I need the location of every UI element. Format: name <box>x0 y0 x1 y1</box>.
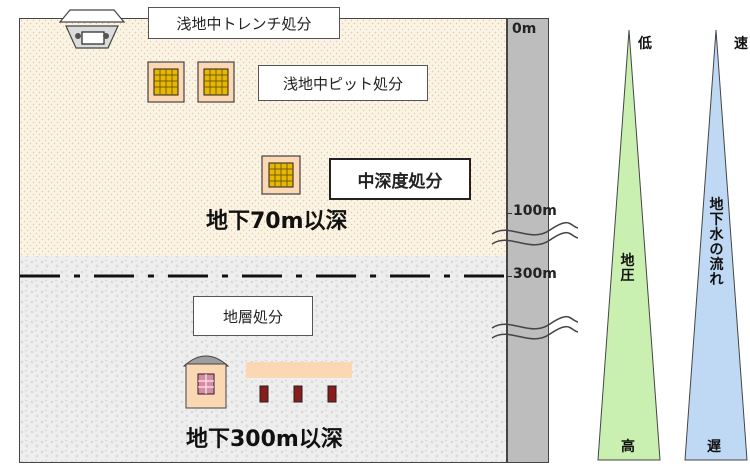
trench-disposal-label: 浅地中トレンチ処分 <box>148 7 340 39</box>
ground-texture <box>20 19 506 462</box>
groundwater-wedge <box>684 29 748 461</box>
depth-tick-100m <box>506 213 512 214</box>
deep-zone <box>20 256 506 462</box>
pit-disposal-label: 浅地中ピット処分 <box>258 65 428 101</box>
depth-300m-label: 地下300m以深 <box>186 427 343 452</box>
depth-break-mark-lower <box>491 315 579 340</box>
depth-70m-label: 地下70m以深 <box>206 209 348 234</box>
groundwater-slow-label: 遅 <box>707 439 721 455</box>
geological-facility-icon <box>182 355 352 409</box>
ground-section <box>19 18 507 463</box>
depth-label-0m: 0m <box>512 21 537 37</box>
intermediate-depth-label: 中深度処分 <box>329 158 471 200</box>
pit-facility-icon <box>147 61 235 103</box>
pressure-high-label: 高 <box>621 439 635 455</box>
depth-label-300m: 300m <box>513 266 557 282</box>
groundwater-fast-label: 速 <box>734 36 748 52</box>
pressure-low-label: 低 <box>638 36 652 52</box>
depth-break-mark-upper <box>491 221 579 246</box>
depth-label-100m: 100m <box>513 203 557 219</box>
pressure-wedge <box>597 29 661 461</box>
intermediate-facility-icon <box>261 155 301 195</box>
trench-facility-icon <box>58 9 126 49</box>
shallow-zone <box>20 19 506 256</box>
groundwater-title: 地下水の流れ <box>709 197 724 288</box>
geological-disposal-label: 地層処分 <box>193 296 313 336</box>
pressure-title: 地圧 <box>620 253 635 284</box>
depth-tick-300m <box>506 276 512 277</box>
